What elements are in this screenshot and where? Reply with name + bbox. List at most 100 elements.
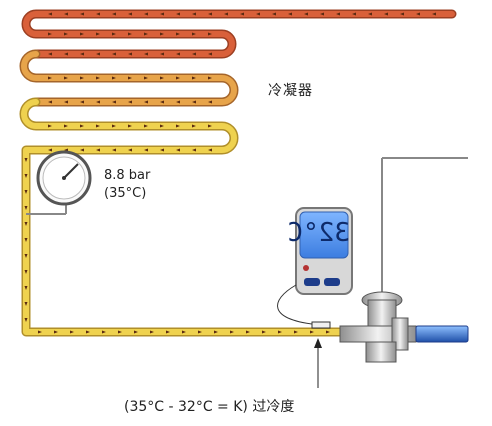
flow-arrow	[80, 52, 84, 56]
flow-arrow	[128, 12, 132, 16]
flow-arrow	[80, 76, 84, 80]
flow-arrow	[182, 330, 186, 334]
flow-arrow	[144, 32, 148, 36]
flow-arrow	[416, 12, 420, 16]
flow-arrow	[48, 124, 52, 128]
flow-arrow	[278, 330, 282, 334]
pressure-label: 8.8 bar	[104, 168, 151, 183]
flow-arrow	[192, 100, 196, 104]
flow-arrow	[96, 76, 100, 80]
flow-arrow	[294, 330, 298, 334]
flow-arrow	[48, 52, 52, 56]
flow-arrow	[112, 124, 116, 128]
flow-arrow	[176, 32, 180, 36]
flow-arrow	[160, 32, 164, 36]
flow-arrow	[24, 318, 28, 322]
thermometer-reading: 32°C	[287, 218, 350, 248]
flow-arrow	[112, 148, 116, 152]
flow-arrow	[96, 12, 100, 16]
flow-arrow	[48, 100, 52, 104]
flow-arrow	[48, 148, 52, 152]
flow-arrow	[310, 330, 314, 334]
flow-arrow	[80, 148, 84, 152]
flow-arrow	[192, 52, 196, 56]
flow-arrow	[24, 302, 28, 306]
flow-arrow	[192, 124, 196, 128]
flow-arrow	[86, 330, 90, 334]
flow-arrow	[192, 32, 196, 36]
flow-arrow	[24, 174, 28, 178]
flow-arrow	[256, 12, 260, 16]
subcooling-pointer	[314, 338, 322, 388]
flow-arrow	[214, 330, 218, 334]
flow-arrow	[166, 330, 170, 334]
flow-arrow	[326, 330, 330, 334]
flow-arrow	[144, 52, 148, 56]
flow-arrow	[128, 148, 132, 152]
flow-arrow	[144, 76, 148, 80]
flow-arrow	[208, 32, 212, 36]
flow-arrow	[400, 12, 404, 16]
flow-arrow	[64, 32, 68, 36]
flow-arrow	[320, 12, 324, 16]
flow-arrow	[176, 76, 180, 80]
flow-arrow	[38, 330, 42, 334]
flow-arrow	[48, 76, 52, 80]
flow-arrow	[160, 12, 164, 16]
condenser-label: 冷凝器	[268, 83, 313, 99]
flow-arrow	[144, 124, 148, 128]
flow-arrow	[96, 148, 100, 152]
flow-arrow	[288, 12, 292, 16]
flow-arrow	[24, 270, 28, 274]
flow-arrow	[24, 206, 28, 210]
flow-arrow	[128, 32, 132, 36]
flow-arrow	[208, 76, 212, 80]
flow-arrow	[352, 12, 356, 16]
flow-arrow	[24, 222, 28, 226]
flow-arrow	[64, 76, 68, 80]
flow-arrow	[272, 12, 276, 16]
flow-arrow	[128, 100, 132, 104]
flow-arrow	[70, 330, 74, 334]
flow-arrow	[192, 148, 196, 152]
flow-arrow	[208, 100, 212, 104]
suction-pipe	[415, 325, 469, 343]
flow-arrow	[144, 12, 148, 16]
gauge-needle	[63, 163, 79, 179]
flow-arrow	[160, 124, 164, 128]
flow-arrow	[160, 76, 164, 80]
temperature-probe	[311, 321, 331, 329]
flow-arrow	[64, 12, 68, 16]
flow-arrow	[96, 52, 100, 56]
flow-arrow	[48, 12, 52, 16]
pressure-temp-label: (35°C)	[104, 186, 147, 201]
flow-arrow	[112, 32, 116, 36]
flow-arrow	[24, 238, 28, 242]
flow-arrow	[80, 32, 84, 36]
flow-arrow	[144, 148, 148, 152]
flow-arrow	[262, 330, 266, 334]
flow-arrow	[208, 12, 212, 16]
flow-arrow	[64, 100, 68, 104]
flow-arrow	[240, 12, 244, 16]
flow-arrow	[102, 330, 106, 334]
flow-arrow	[246, 330, 250, 334]
digital-thermometer	[277, 207, 353, 326]
flow-arrow	[176, 148, 180, 152]
flow-arrow	[80, 12, 84, 16]
flow-arrow	[54, 330, 58, 334]
flow-arrow	[160, 148, 164, 152]
flow-arrows	[24, 12, 436, 334]
flow-arrow	[118, 330, 122, 334]
flow-arrow	[64, 124, 68, 128]
flow-arrow	[176, 52, 180, 56]
flow-arrow	[96, 32, 100, 36]
flow-arrow	[208, 148, 212, 152]
flow-arrow	[80, 124, 84, 128]
flow-arrow	[368, 12, 372, 16]
flow-arrow	[176, 100, 180, 104]
flow-arrow	[384, 12, 388, 16]
pressure-gauge	[26, 150, 92, 215]
flow-arrow	[128, 124, 132, 128]
